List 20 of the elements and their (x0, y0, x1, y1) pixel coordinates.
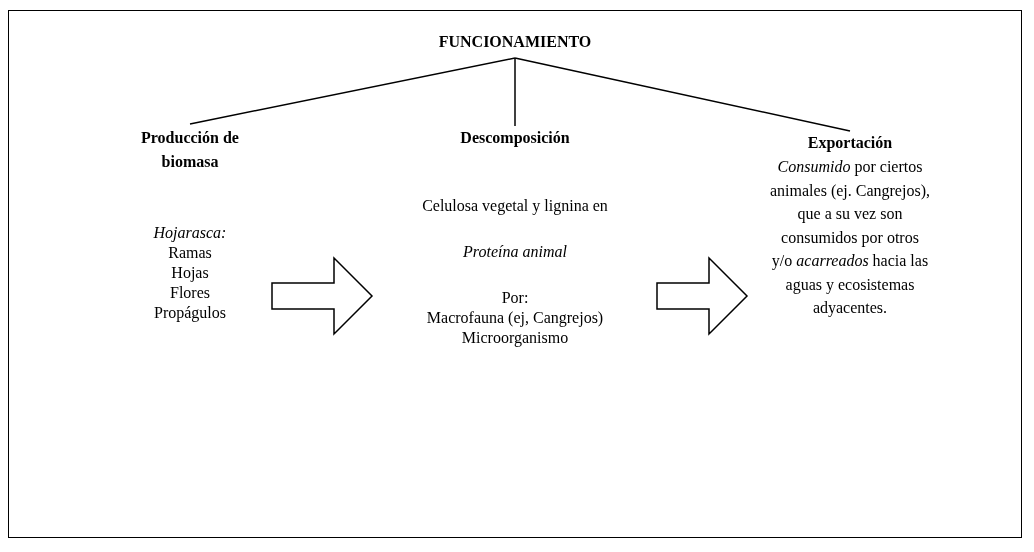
description-text: Proteína animal (462, 242, 568, 262)
column-heading: Exportación (785, 133, 915, 153)
column-heading: Producción de biomasa (125, 126, 255, 174)
list-item: Hojas (170, 263, 210, 283)
description-text: Microorganismo (460, 328, 570, 348)
description-text: Celulosa vegetal y lignina en (421, 196, 609, 216)
connector-line (514, 57, 516, 127)
list-item: Flores (169, 283, 211, 303)
connector-line (189, 57, 516, 125)
list-item: Ramas (167, 243, 213, 263)
connector-line (514, 57, 851, 132)
block-arrow (656, 256, 749, 336)
description-text: Por: (500, 288, 530, 308)
title-heading: FUNCIONAMIENTO (425, 32, 605, 52)
list-item: Propágulos (153, 303, 227, 323)
column-heading: Descomposición (445, 128, 585, 148)
category-label: Hojarasca: (152, 223, 228, 243)
description-text: Macrofauna (ej, Cangrejos) (425, 308, 605, 328)
paragraph: Consumido por ciertos animales (ej. Cangrejos), que a su vez son consumidos por otros y/o acarreados hacia las aguas y ecosistemas adyacentes. (770, 155, 930, 320)
block-arrow (271, 256, 374, 336)
